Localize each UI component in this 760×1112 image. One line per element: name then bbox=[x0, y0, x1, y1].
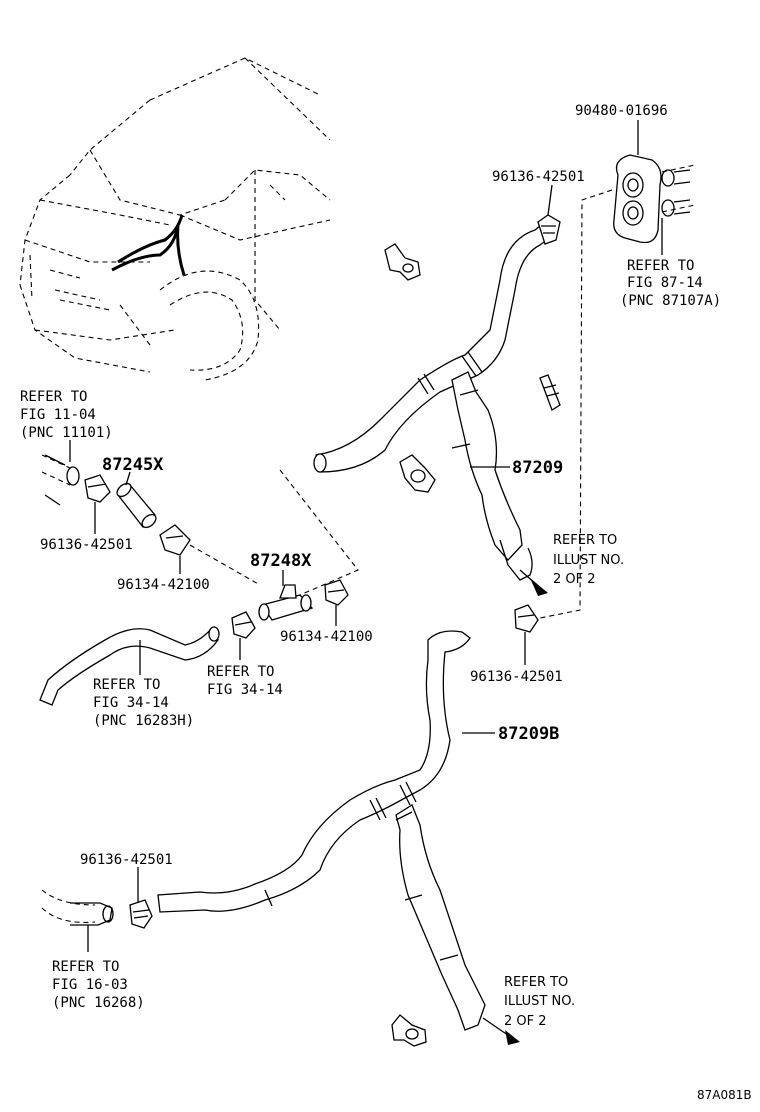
clamp-left bbox=[84, 474, 111, 503]
label-refer-fig34a-3: (PNC 16283H) bbox=[93, 713, 194, 729]
label-grommet-part: 90480-01696 bbox=[575, 103, 668, 119]
label-refer-fig87-1: REFER TO bbox=[627, 258, 694, 274]
label-refer-fig16-1: REFER TO bbox=[52, 959, 119, 975]
label-refer-fig34a-2: FIG 34-14 bbox=[93, 695, 169, 711]
pipe-fig11-04 bbox=[41, 454, 80, 506]
vehicle-outline bbox=[19, 57, 331, 381]
arrow-shaft-bottom bbox=[482, 1017, 516, 1041]
dashed-line-grommet bbox=[529, 189, 613, 621]
label-refer-fig34b-2: FIG 34-14 bbox=[207, 682, 283, 698]
label-refer-fig87-2: FIG 87-14 bbox=[627, 275, 703, 291]
grommet-90480-01696 bbox=[613, 154, 696, 244]
clip-part-bottom bbox=[391, 1014, 427, 1047]
label-illust-bottom-2: ILLUST NO. bbox=[504, 994, 575, 1009]
label-refer-fig11-3: (PNC 11101) bbox=[20, 425, 113, 441]
label-illust-bottom-3: 2 OF 2 bbox=[504, 1014, 547, 1029]
dashed-line-87248x bbox=[279, 469, 359, 596]
pipe-fig16-03 bbox=[41, 889, 114, 926]
label-clamp-bottom: 96136-42501 bbox=[80, 852, 173, 868]
hose-87209b bbox=[157, 630, 486, 1031]
clamp-top bbox=[537, 214, 561, 245]
label-clamp-96134-right: 96134-42100 bbox=[280, 629, 373, 645]
label-refer-fig11-1: REFER TO bbox=[20, 389, 87, 405]
label-illust-top-1: REFER TO bbox=[553, 533, 617, 548]
label-clamp-top: 96136-42501 bbox=[492, 169, 585, 185]
leader-87245x bbox=[125, 471, 131, 486]
hose-87209 bbox=[313, 220, 553, 581]
label-refer-fig87-3: (PNC 87107A) bbox=[620, 293, 721, 309]
clip-part-upper bbox=[384, 243, 421, 281]
clamp-96134-right bbox=[324, 579, 349, 606]
clip-part-lower bbox=[399, 454, 436, 493]
clamp-fig34b bbox=[231, 611, 256, 639]
tube-87245x bbox=[116, 482, 157, 529]
clamp-bottom bbox=[129, 899, 153, 929]
label-clamp-right-mid: 96136-42501 bbox=[470, 669, 563, 685]
label-refer-fig11-2: FIG 11-04 bbox=[20, 407, 96, 423]
label-refer-fig34a-1: REFER TO bbox=[93, 677, 160, 693]
leader-clamp-top bbox=[547, 184, 553, 216]
label-refer-fig16-2: FIG 16-03 bbox=[52, 977, 128, 993]
t-joint-87248x bbox=[258, 584, 314, 621]
label-clamp-96134-left: 96134-42100 bbox=[117, 577, 210, 593]
label-refer-fig34b-1: REFER TO bbox=[207, 664, 274, 680]
label-illust-top-3: 2 OF 2 bbox=[553, 572, 596, 587]
arrow-shaft-top bbox=[519, 569, 546, 593]
label-87245x: 87245X bbox=[102, 455, 164, 475]
clamp-right-mid bbox=[514, 604, 539, 633]
hose-fig34-14 bbox=[39, 626, 220, 706]
clip-part-mid bbox=[539, 374, 561, 411]
label-clamp-left: 96136-42501 bbox=[40, 537, 133, 553]
label-illust-top-2: ILLUST NO. bbox=[553, 553, 624, 568]
label-87209: 87209 bbox=[512, 458, 563, 478]
label-refer-fig16-3: (PNC 16268) bbox=[52, 995, 145, 1011]
label-illust-bottom-1: REFER TO bbox=[504, 975, 568, 990]
label-87248x: 87248X bbox=[250, 551, 312, 571]
clamp-96134-left bbox=[159, 524, 191, 556]
label-87209b: 87209B bbox=[498, 724, 559, 744]
dashed-line-96134 bbox=[189, 544, 261, 586]
label-figure-code: 87A081B bbox=[697, 1088, 752, 1102]
